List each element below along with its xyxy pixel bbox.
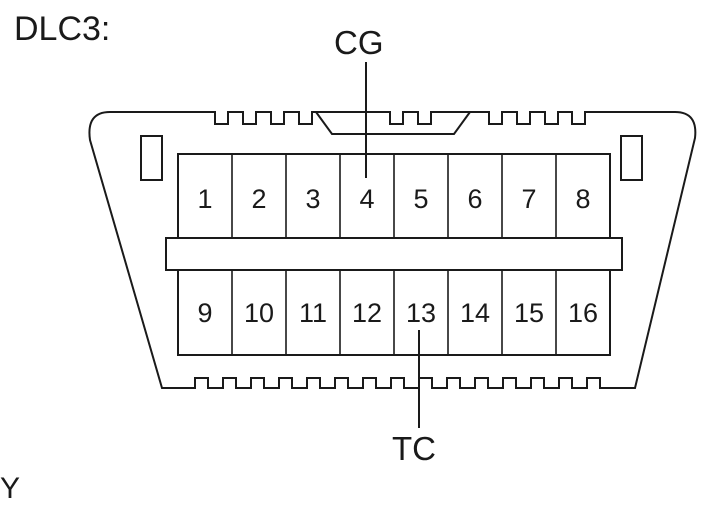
pin-1-label: 1: [197, 184, 212, 214]
pin-6-label: 6: [467, 184, 482, 214]
connector-housing: [88, 111, 697, 389]
keyway-notch: [315, 111, 471, 135]
right-latch-slot: [620, 135, 643, 181]
pin-13-label: 13: [406, 298, 436, 328]
pin-11-label: 11: [299, 298, 327, 328]
pin-14-label: 14: [460, 298, 490, 328]
pin-5-label: 5: [413, 184, 428, 214]
pin-10-label: 10: [244, 298, 274, 328]
pin-16-label: 16: [568, 298, 598, 328]
diagram-title: DLC3:: [14, 10, 111, 48]
left-latch-slot: [140, 135, 163, 181]
pin-15-label: 15: [514, 298, 544, 328]
pin-12-label: 12: [352, 298, 382, 328]
pin-7-label: 7: [521, 184, 536, 214]
center-divider-bar: [165, 237, 623, 271]
pin-8-label: 8: [575, 184, 590, 214]
tc-callout-label: TC: [392, 430, 436, 467]
pin-separators: [231, 154, 557, 355]
pin-4-label: 4: [359, 184, 374, 214]
corner-label: Y: [0, 472, 21, 505]
pin-2-label: 2: [251, 184, 266, 214]
pin-9-label: 9: [197, 298, 212, 328]
pin-3-label: 3: [305, 184, 320, 214]
cg-callout-label: CG: [334, 24, 384, 61]
